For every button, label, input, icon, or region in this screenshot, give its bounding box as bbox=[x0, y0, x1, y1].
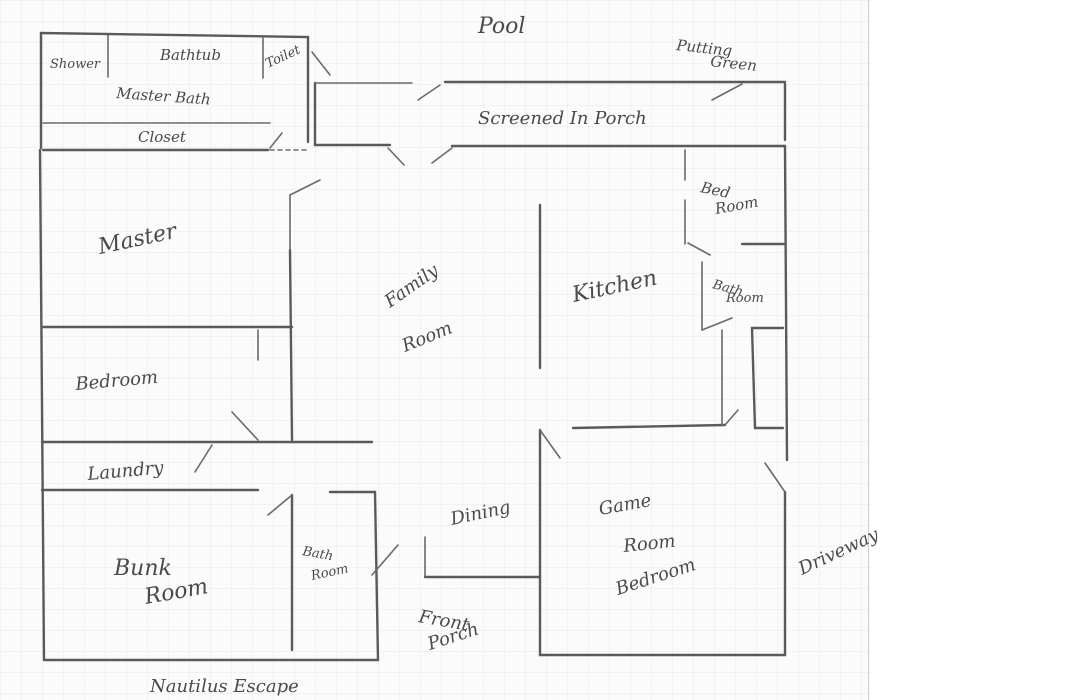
label-bunk-room-1: Bunk bbox=[113, 556, 172, 581]
label-game-room-1: Game bbox=[597, 490, 653, 520]
label-family-room-1: Family bbox=[380, 260, 443, 313]
porch-wall-left bbox=[313, 81, 392, 147]
master-bath-walls bbox=[39, 31, 310, 150]
label-family-room-2: Room bbox=[398, 318, 455, 357]
label-bed-room-1: Bed bbox=[698, 178, 732, 202]
label-driveway: Driveway bbox=[794, 524, 882, 580]
closet-door-swing bbox=[269, 132, 283, 149]
bath-room-right-closet bbox=[724, 409, 739, 426]
master-door bbox=[289, 179, 321, 196]
game-room-left-wall bbox=[538, 428, 787, 657]
label-bathtub: Bathtub bbox=[159, 46, 221, 64]
label-laundry: Laundry bbox=[86, 457, 166, 485]
game-room-top-wall bbox=[571, 423, 727, 430]
porch-door-top bbox=[417, 84, 441, 101]
label-closet: Closet bbox=[138, 128, 187, 146]
label-bedroom-left: Bedroom bbox=[74, 367, 159, 395]
toilet-door bbox=[311, 51, 331, 76]
porch-door-bottom-right bbox=[431, 147, 453, 164]
bed-room-door bbox=[687, 242, 711, 256]
putting-green-door bbox=[711, 83, 743, 101]
label-pool: Pool bbox=[477, 14, 525, 39]
label-toilet: Toilet bbox=[263, 42, 303, 71]
label-shower: Shower bbox=[50, 57, 101, 72]
label-game-room-2: Room bbox=[621, 531, 676, 557]
label-putting-green-1: Putting bbox=[675, 36, 733, 60]
label-master: Master bbox=[95, 219, 180, 260]
laundry-door bbox=[194, 444, 213, 473]
label-bath-room-bottom-2: Room bbox=[309, 561, 350, 584]
label-putting-green-2: Green bbox=[710, 52, 758, 75]
label-master-bath: Master Bath bbox=[115, 84, 212, 109]
game-room-door bbox=[539, 429, 561, 459]
label-bath-room-right-2: Room bbox=[725, 291, 764, 306]
label-game-room-3: Bedroom bbox=[612, 554, 698, 600]
label-dining: Dining bbox=[448, 497, 513, 530]
fireplace-box bbox=[750, 326, 785, 430]
porch-door-bottom-left bbox=[387, 147, 405, 166]
outer-wall-left bbox=[38, 148, 46, 662]
graph-paper-sheet bbox=[0, 0, 870, 700]
paper-edge bbox=[868, 0, 869, 700]
label-bath-room-bottom-1: Bath bbox=[300, 544, 334, 564]
bath-left-door bbox=[267, 494, 293, 516]
master-right-wall-lower bbox=[288, 248, 294, 442]
label-screened-porch: Screened In Porch bbox=[478, 108, 647, 129]
bath-right-door bbox=[371, 544, 399, 576]
bath-room-right-door bbox=[701, 317, 733, 331]
driveway-door bbox=[764, 462, 786, 493]
outer-wall-right bbox=[783, 144, 789, 462]
walls bbox=[38, 31, 789, 662]
labels: Pool Putting Green Shower Bathtub Toilet… bbox=[50, 14, 883, 697]
label-kitchen: Kitchen bbox=[569, 266, 659, 309]
bath-right-wall bbox=[373, 490, 380, 662]
bedroom-door bbox=[231, 411, 259, 441]
label-title: Nautilus Escape bbox=[149, 676, 299, 697]
